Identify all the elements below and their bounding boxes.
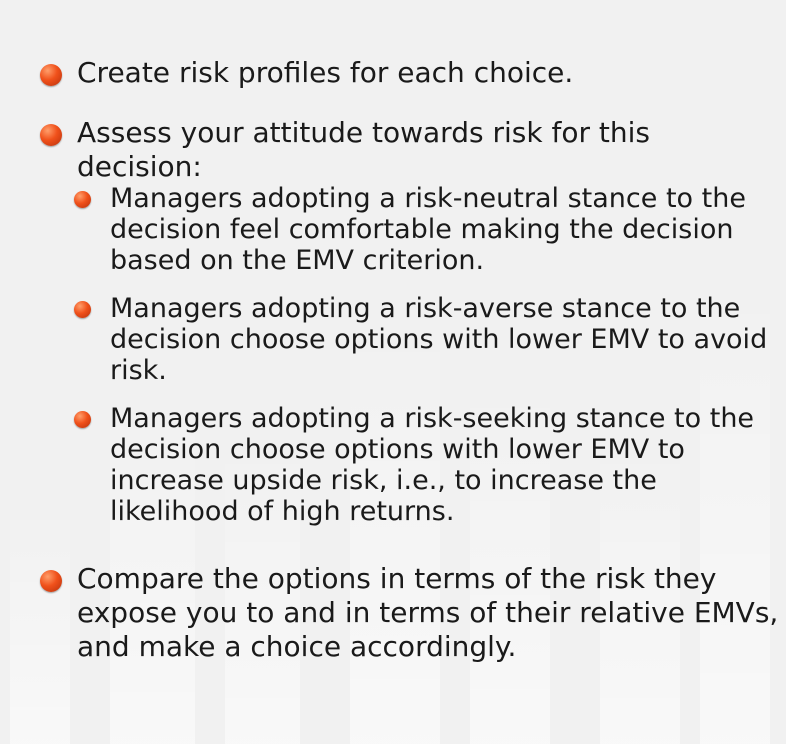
orange-bullet-icon (40, 124, 62, 146)
bullet-text: Create risk profiles for each choice. (77, 56, 574, 89)
bullet-text: Assess your attitude towards risk for th… (77, 116, 650, 183)
bullet-text: Compare the options in terms of the risk… (77, 562, 779, 663)
sub-bullet-text: Managers adopting a risk-neutral stance … (110, 183, 746, 276)
orange-bullet-icon (40, 64, 62, 86)
orange-bullet-icon (74, 301, 91, 318)
orange-bullet-icon (74, 191, 91, 208)
sub-bullet-text: Managers adopting a risk-seeking stance … (110, 403, 755, 527)
orange-bullet-icon (40, 570, 62, 592)
sub-bullet-text: Managers adopting a risk-averse stance t… (110, 293, 768, 386)
orange-bullet-icon (74, 411, 91, 428)
